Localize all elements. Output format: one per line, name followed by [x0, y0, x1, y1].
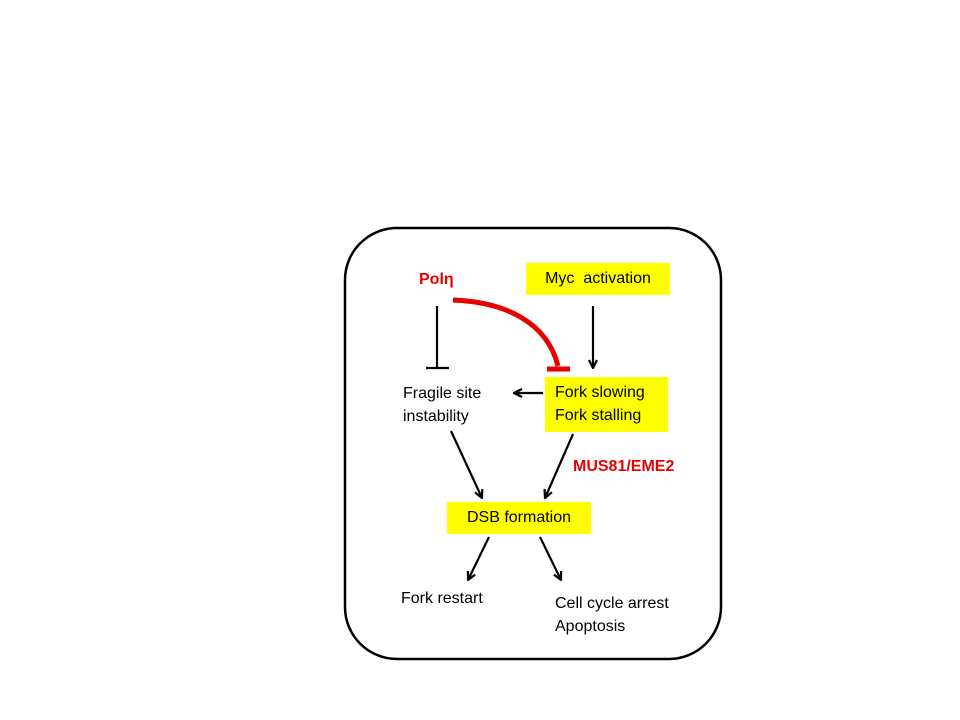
myc-activation-label: Myc activation	[545, 270, 651, 287]
myc-activation-box: Myc activation	[526, 263, 670, 295]
cell-cycle-arrest-label: Cell cycle arrest	[555, 595, 669, 612]
pol-eta-label: Polη	[419, 271, 454, 288]
fork-slowing-box: Fork slowing Fork stalling	[545, 377, 668, 432]
fork-stalling-label: Fork stalling	[555, 407, 642, 424]
mus81-eme2-label: MUS81/EME2	[573, 458, 675, 475]
arrow-fragile-to-dsb	[450, 430, 482, 498]
cell-fate-label: Cell cycle arrest Apoptosis	[555, 592, 669, 638]
dsb-formation-label: DSB formation	[466, 509, 572, 526]
inhibit-pol-to-fork-curve	[452, 297, 561, 367]
fragile-site-line1: Fragile site	[403, 385, 482, 402]
fork-restart-label: Fork restart	[401, 590, 483, 607]
fork-slowing-label: Fork slowing	[555, 384, 645, 401]
arrow-dsb-to-cell-cycle-arrest	[539, 536, 561, 580]
arrow-dsb-to-fork-restart	[468, 536, 490, 580]
apoptosis-label: Apoptosis	[555, 618, 626, 635]
fragile-site-line2: instability	[403, 408, 469, 425]
dsb-formation-box: DSB formation	[447, 502, 591, 534]
cell-frame	[343, 226, 723, 661]
fragile-site-instability-label: Fragile site instability	[403, 382, 481, 428]
arrow-fork-to-dsb	[545, 433, 575, 498]
